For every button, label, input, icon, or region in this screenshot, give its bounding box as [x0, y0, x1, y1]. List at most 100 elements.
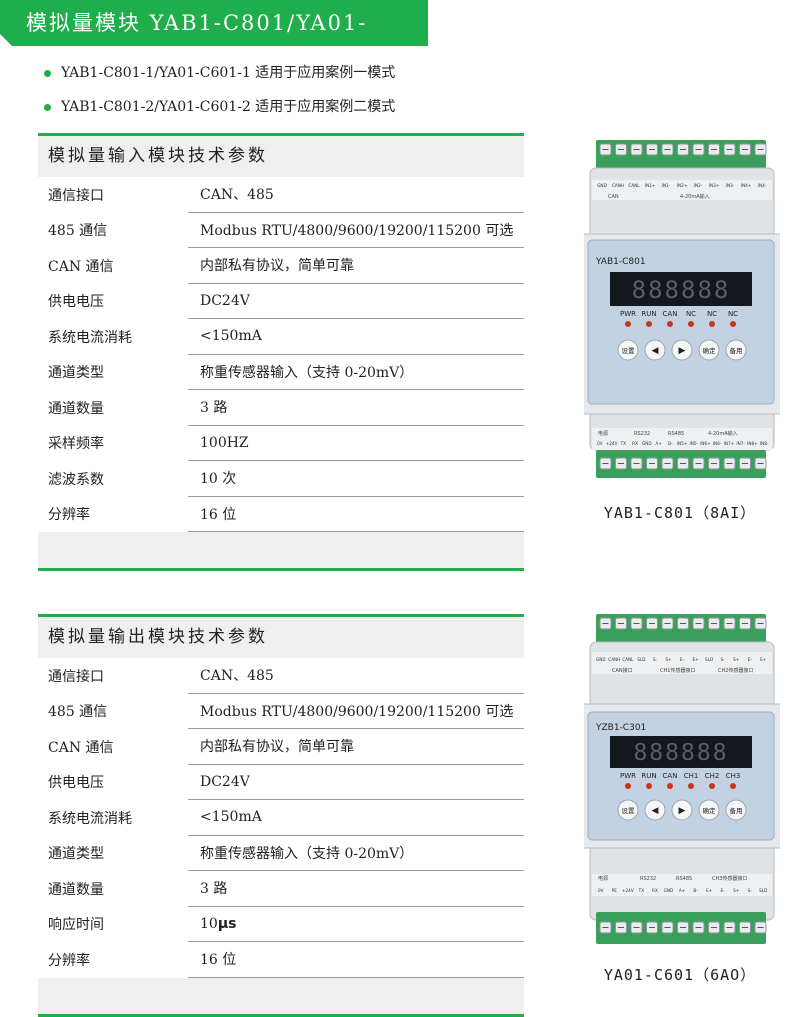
terminal-label: S- — [721, 657, 726, 662]
spec-row: 系统电流消耗<150mA — [38, 800, 524, 836]
device-button-ring — [671, 799, 693, 821]
spec-row: CAN 通信内部私有协议，简单可靠 — [38, 729, 524, 765]
led-label: RUN — [641, 310, 656, 318]
spec-value-number: 10 — [200, 915, 218, 932]
device-button-label: ▶ — [679, 806, 686, 816]
spec-value: 称重传感器输入（支持 0-20mV） — [188, 355, 524, 390]
terminal-label: E+ — [706, 888, 713, 893]
bottom-label-strip — [592, 874, 772, 896]
terminal-label: IN4+ — [741, 183, 752, 188]
device-button[interactable]: ◀ — [644, 799, 666, 821]
terminal-label: B- — [693, 888, 698, 893]
terminal-label: IN2- — [694, 183, 703, 188]
model-label: YZB1-C301 — [595, 723, 646, 733]
terminal-label: IN5- — [689, 441, 698, 446]
terminal-label: IN6+ — [700, 441, 711, 446]
terminal-label: S+ — [733, 888, 740, 893]
terminal-label: A+ — [655, 441, 662, 446]
device-button[interactable]: ▶ — [671, 799, 693, 821]
terminal-label: S- — [748, 888, 753, 893]
spec-key: 通道数量 — [48, 881, 104, 898]
terminal-label: GND — [596, 657, 606, 662]
device-button-label: 备用 — [730, 806, 743, 815]
terminal-label: IN7- — [736, 441, 745, 446]
terminal-label: IN3+ — [709, 183, 720, 188]
bottom-group-label: RS485 — [676, 876, 692, 882]
terminal-label: IN8+ — [747, 441, 758, 446]
bottom-group-label: 电源 — [598, 430, 608, 437]
device-button-label: 确定 — [703, 346, 717, 355]
status-led-icon — [709, 783, 715, 789]
terminal-label: CANL — [628, 183, 640, 188]
led-label: CAN — [663, 310, 678, 318]
terminal-label: CANH — [612, 183, 624, 188]
device-button[interactable]: 设置 — [617, 339, 639, 361]
device-button-label: ◀ — [652, 806, 659, 816]
terminal-label: TX — [638, 888, 645, 893]
terminal-label: S- — [653, 657, 658, 662]
spec-value: Modbus RTU/4800/9600/19200/115200 可选 — [188, 213, 524, 248]
section-top-bar — [38, 614, 524, 617]
spec-key: 485 通信 — [48, 223, 108, 240]
device-button-ring — [671, 339, 693, 361]
terminal-label: RX — [652, 888, 658, 893]
device-button[interactable]: 确定 — [698, 339, 720, 361]
device-button[interactable]: ◀ — [644, 339, 666, 361]
top-group-label: CAN — [608, 194, 619, 200]
spec-row: 通道类型 称重传感器输入（支持 0-20mV） — [38, 355, 524, 390]
led-label: NC — [728, 310, 738, 318]
led-label: CH3 — [726, 772, 741, 780]
device-button-ring — [725, 339, 747, 361]
terminal-label: E- — [721, 888, 726, 893]
terminal-label: SLD — [705, 657, 713, 662]
device-button[interactable]: ▶ — [671, 339, 693, 361]
spec-key: 采样频率 — [48, 436, 104, 453]
terminal-label: IN1- — [662, 183, 671, 188]
spec-key: 通道类型 — [48, 365, 104, 382]
terminal-label: +24V — [622, 888, 634, 893]
spec-value: Modbus RTU/4800/9600/19200/115200 可选 — [188, 694, 524, 729]
spec-key: 系统电流消耗 — [48, 329, 132, 346]
spec-value: DC24V — [188, 284, 524, 319]
led-label: CAN — [663, 772, 678, 780]
model-label: YAB1-C801 — [595, 257, 646, 267]
device-button[interactable]: 确定 — [698, 799, 720, 821]
terminal-label: IN1+ — [645, 183, 656, 188]
bottom-terminal-block — [596, 450, 767, 478]
spec-value-unit: μs — [217, 915, 237, 932]
bottom-group-label: 4-20mA输入 — [708, 430, 738, 437]
spec-value: <150mA — [188, 319, 524, 355]
terminal-label: GND — [597, 183, 607, 188]
terminal-label: IN4- — [758, 183, 767, 188]
device-button[interactable]: 备用 — [725, 339, 747, 361]
spec-key: 供电电压 — [48, 294, 104, 311]
status-led-icon — [730, 783, 736, 789]
device-button-ring — [617, 799, 639, 821]
device-button[interactable]: 设置 — [617, 799, 639, 821]
spec-row: 通道类型称重传感器输入（支持 0-20mV） — [38, 836, 524, 871]
device-button-label: ▶ — [679, 346, 686, 356]
top-group-label: CH2传感器接口 — [718, 667, 753, 674]
spec-key: 通信接口 — [48, 668, 104, 685]
bottom-group-label: RS232 — [640, 876, 656, 882]
spec-key: 485 通信 — [48, 704, 108, 721]
terminal-label: CANH — [608, 657, 620, 662]
led-label: RUN — [641, 772, 656, 780]
spec-value: DC24V — [188, 765, 524, 800]
device-button-label: 设置 — [622, 806, 636, 815]
spec-row: 系统电流消耗 <150mA — [38, 319, 524, 355]
status-led-icon — [688, 321, 694, 327]
device-button[interactable]: 备用 — [725, 799, 747, 821]
device-button-ring — [698, 339, 720, 361]
device-button-label: 设置 — [622, 346, 636, 355]
device-caption: YA01-C601（6AO） — [603, 966, 757, 984]
page-title-banner: 模拟量模块 YAB1-C801/YA01-C601 — [0, 0, 428, 46]
terminal-label: CANL — [622, 657, 634, 662]
device-button-ring — [644, 339, 666, 361]
